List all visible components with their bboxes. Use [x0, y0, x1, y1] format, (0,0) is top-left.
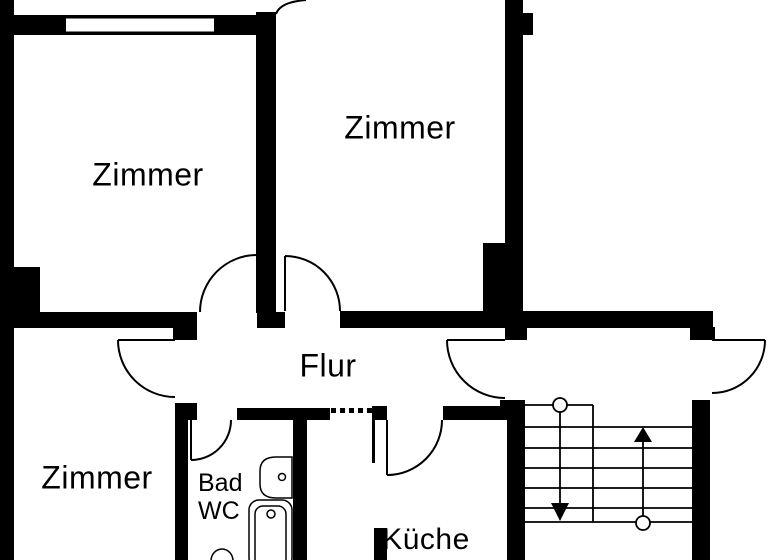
wall-nub-right: [523, 13, 533, 35]
stair-up-start-circle: [635, 515, 651, 531]
room-label-top-middle-zimmer: Zimmer: [344, 109, 456, 146]
wall-block-landing: [483, 243, 505, 328]
door-arc-neighbour: [711, 339, 766, 394]
wall-right-of-middle-room: [505, 0, 523, 330]
wall-corner-nub: [180, 403, 197, 420]
sink-drain: [277, 472, 287, 482]
bad-label-line1: Bad: [198, 469, 243, 497]
door-arc-top-left-room: [199, 254, 258, 313]
wall-duct-edge: [372, 420, 375, 463]
bathroom-fixtures: [210, 456, 293, 560]
wall-hall-top-right: [340, 311, 713, 328]
arrow-up-icon: [634, 427, 652, 442]
door-arc-entrance: [446, 339, 506, 399]
sink-icon: [259, 456, 293, 499]
arrow-down-icon: [551, 503, 569, 521]
room-label-bad-wc: Bad WC: [198, 469, 242, 525]
staircase: [525, 397, 692, 531]
toilet-icon: [210, 548, 234, 560]
wall-landing-stub-left: [505, 328, 527, 340]
door-arc-bottom-room: [117, 339, 176, 398]
stair-down-start-circle: [552, 397, 568, 413]
walls: [0, 0, 715, 560]
wall-bath-right: [293, 413, 307, 560]
door-arc-bath: [190, 419, 232, 461]
bathtub-inner: [254, 505, 287, 560]
wall-stair-right: [692, 400, 710, 560]
room-label-flur: Flur: [299, 347, 357, 384]
wall-bottom-room-right: [175, 403, 188, 560]
wall-landing-stub-right: [690, 327, 715, 340]
wall-door-stub-a: [173, 327, 197, 340]
wall-stair-left: [507, 400, 525, 560]
doors: [117, 0, 766, 476]
bathtub-drain: [266, 509, 276, 519]
wall-kitchen-lower: [374, 528, 387, 560]
wall-between-top-rooms: [256, 12, 276, 313]
window: [64, 16, 216, 34]
room-label-top-left-zimmer: Zimmer: [92, 156, 204, 193]
door-arc-top-edge: [275, 0, 307, 15]
wall-kitchen-door-jamb: [372, 406, 387, 420]
wall-stub-between-doors: [257, 312, 285, 328]
door-arc-kitchen: [386, 419, 443, 476]
bad-label-line2: WC: [198, 497, 240, 525]
wall-hall-top-left: [14, 312, 197, 328]
room-label-kueche: Küche: [382, 523, 470, 556]
wall-hall-bottom-mid: [237, 408, 330, 420]
room-label-bottom-left-zimmer: Zimmer: [41, 459, 153, 496]
wall-hall-bottom-right: [443, 406, 507, 420]
door-arc-top-middle-room: [284, 255, 341, 312]
